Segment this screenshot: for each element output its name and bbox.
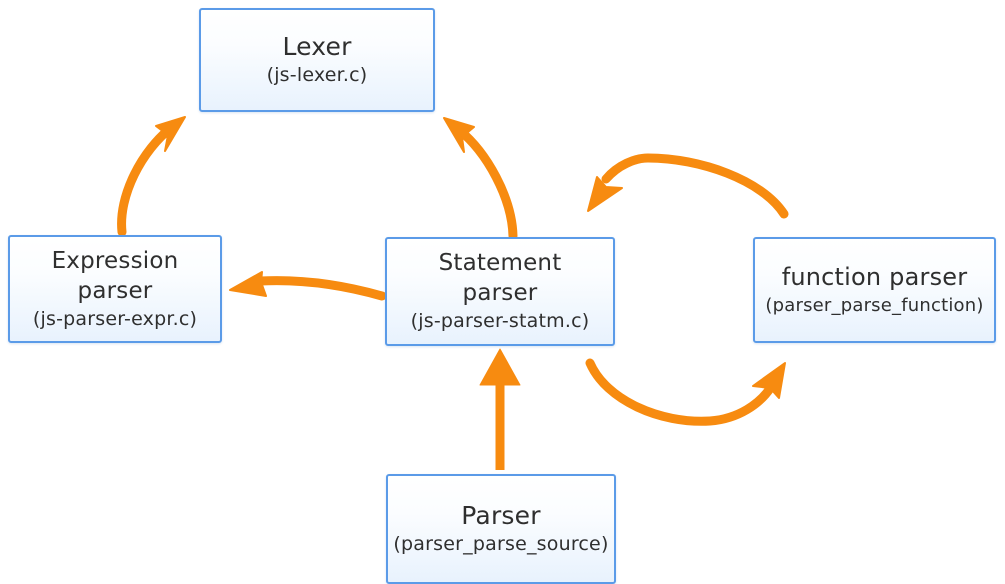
node-statement-parser-title: Statement parser <box>438 250 562 306</box>
node-function-parser[interactable]: function parser (parser_parse_function) <box>753 237 996 343</box>
node-parser-subtitle: (parser_parse_source) <box>393 532 609 555</box>
node-statement-parser-subtitle: (js-parser-statm.c) <box>410 310 590 332</box>
node-parser-title: Parser <box>461 500 541 530</box>
node-expression-parser-subtitle: (js-parser-expr.c) <box>32 307 198 330</box>
edge-statement-to-function <box>585 358 786 426</box>
node-statement-parser[interactable]: Statement parser (js-parser-statm.c) <box>385 237 615 346</box>
edge-statement-to-lexer <box>443 117 518 241</box>
node-lexer-subtitle: (js-lexer.c) <box>266 63 368 86</box>
node-lexer-title: Lexer <box>282 31 352 61</box>
node-function-parser-subtitle: (parser_parse_function) <box>765 294 984 316</box>
node-expression-parser-title: Expression parser <box>51 247 179 304</box>
node-lexer[interactable]: Lexer (js-lexer.c) <box>199 8 435 112</box>
edge-parser-to-statement <box>479 348 521 470</box>
edge-expression-to-lexer <box>117 116 186 237</box>
edge-function-to-statement <box>587 153 789 219</box>
node-function-parser-title: function parser <box>781 262 968 291</box>
node-parser[interactable]: Parser (parser_parse_source) <box>386 474 616 584</box>
node-expression-parser[interactable]: Expression parser (js-parser-expr.c) <box>8 235 222 343</box>
edge-statement-to-expression <box>229 271 387 301</box>
